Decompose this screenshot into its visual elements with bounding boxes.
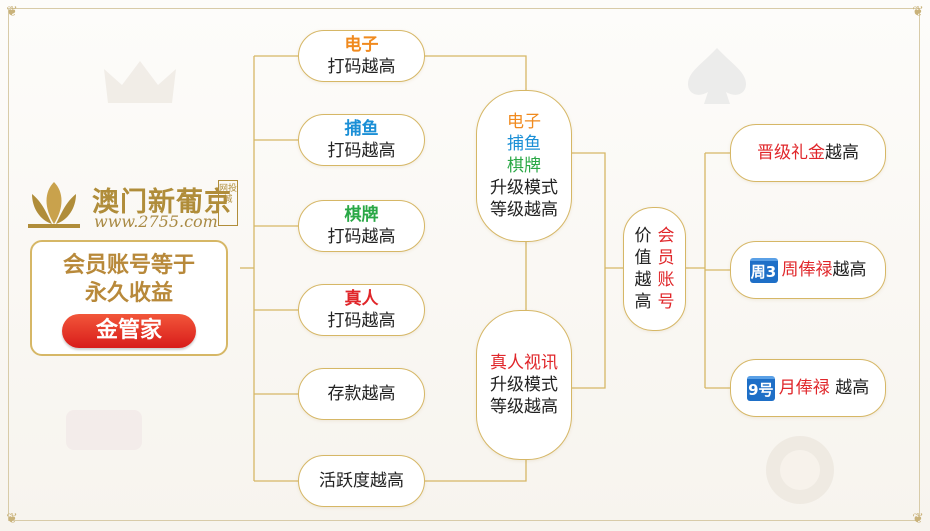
gold-manager-button[interactable]: 金管家: [62, 314, 196, 348]
main-slogan-line1: 会员账号等于: [62, 253, 195, 278]
node-electronic: 电子 打码越高: [298, 30, 425, 82]
value-char: 会: [657, 226, 675, 246]
node-live: 真人 打码越高: [298, 284, 425, 336]
monthly-salary-highlight: 月俸禄: [778, 378, 830, 398]
frame-corner-ornament-icon: ❦: [6, 4, 18, 20]
brand-logo: 澳门新葡京 www.2755.com 网投城: [22, 178, 244, 234]
node-weekly-salary: 周3 周俸禄越高: [730, 241, 886, 299]
frame-corner-ornament-icon: ❦: [912, 511, 924, 527]
weekly-salary-suffix: 越高: [832, 260, 867, 280]
value-col-1: 价 值 越 高: [635, 225, 652, 313]
value-char: 价: [634, 226, 652, 246]
node-chess-cards-head: 棋牌: [344, 205, 379, 225]
node-chess-cards: 棋牌 打码越高: [298, 200, 425, 252]
frame-corner-ornament-icon: ❦: [6, 511, 18, 527]
node-activity-text: 活跃度越高: [319, 471, 404, 491]
main-slogan-box: 会员账号等于 永久收益 金管家: [30, 240, 228, 356]
logo-badge: 网投城: [218, 180, 238, 226]
main-slogan-line2: 永久收益: [84, 281, 173, 306]
node-electronic-sub: 打码越高: [327, 57, 396, 77]
value-char: 号: [657, 292, 675, 312]
node-upgrade-electronic: 电子 捕鱼 棋牌 升级模式 等级越高: [476, 90, 572, 242]
value-char: 值: [634, 248, 652, 268]
node-live-head: 真人: [344, 289, 379, 309]
logo-brand-name: 澳门新葡京: [92, 187, 232, 218]
node-account-value: 价 值 越 高 会 员 账 号: [623, 207, 686, 331]
monthly-salary-suffix: 越高: [829, 378, 870, 398]
mid-bottom-line1: 真人视讯: [490, 353, 558, 373]
promotion-bonus-highlight: 晋级礼金: [757, 143, 825, 163]
weekly-salary-highlight: 周俸禄: [781, 260, 833, 280]
slot-decoration-icon: [66, 410, 142, 450]
node-activity: 活跃度越高: [298, 455, 425, 507]
mid-top-line3: 棋牌: [507, 156, 541, 176]
node-upgrade-live: 真人视讯 升级模式 等级越高: [476, 310, 572, 460]
value-char: 越: [634, 270, 652, 290]
frame-corner-ornament-icon: ❦: [912, 4, 924, 20]
calendar-month-icon: 9号: [746, 375, 775, 401]
node-monthly-salary: 9号 月俸禄 越高: [730, 359, 886, 417]
node-electronic-head: 电子: [344, 35, 379, 55]
mid-top-line4: 升级模式: [490, 178, 558, 198]
node-fishing: 捕鱼 打码越高: [298, 114, 425, 166]
node-fishing-head: 捕鱼: [344, 119, 379, 139]
promotion-bonus-text: 晋级礼金越高: [757, 142, 859, 164]
calendar-week-icon: 周3: [749, 257, 778, 283]
decorative-frame: [8, 8, 920, 521]
node-deposit: 存款越高: [298, 368, 425, 420]
node-deposit-text: 存款越高: [327, 384, 396, 404]
node-fishing-sub: 打码越高: [327, 141, 396, 161]
logo-url-text: www.2755.com: [94, 212, 218, 231]
main-slogan-title: 会员账号等于 永久收益: [32, 252, 226, 308]
value-char: 员: [657, 248, 675, 268]
mid-bottom-line3: 等级越高: [490, 397, 558, 417]
node-chess-cards-sub: 打码越高: [327, 227, 396, 247]
mid-top-line2: 捕鱼: [507, 134, 541, 154]
mid-top-line5: 等级越高: [490, 200, 558, 220]
promotion-bonus-suffix: 越高: [825, 143, 859, 163]
mid-top-line1: 电子: [507, 112, 541, 132]
value-char: 账: [657, 270, 675, 290]
node-live-sub: 打码越高: [327, 311, 396, 331]
chip-decoration-icon: [766, 436, 834, 504]
crown-decoration-icon: [104, 61, 176, 103]
value-char: 高: [634, 292, 652, 312]
card-suit-decoration-icon: [688, 48, 746, 104]
mid-bottom-line2: 升级模式: [490, 375, 558, 395]
value-col-2: 会 员 账 号: [658, 225, 675, 313]
node-promotion-bonus: 晋级礼金越高: [730, 124, 886, 182]
lotus-logo-icon: [28, 182, 80, 228]
